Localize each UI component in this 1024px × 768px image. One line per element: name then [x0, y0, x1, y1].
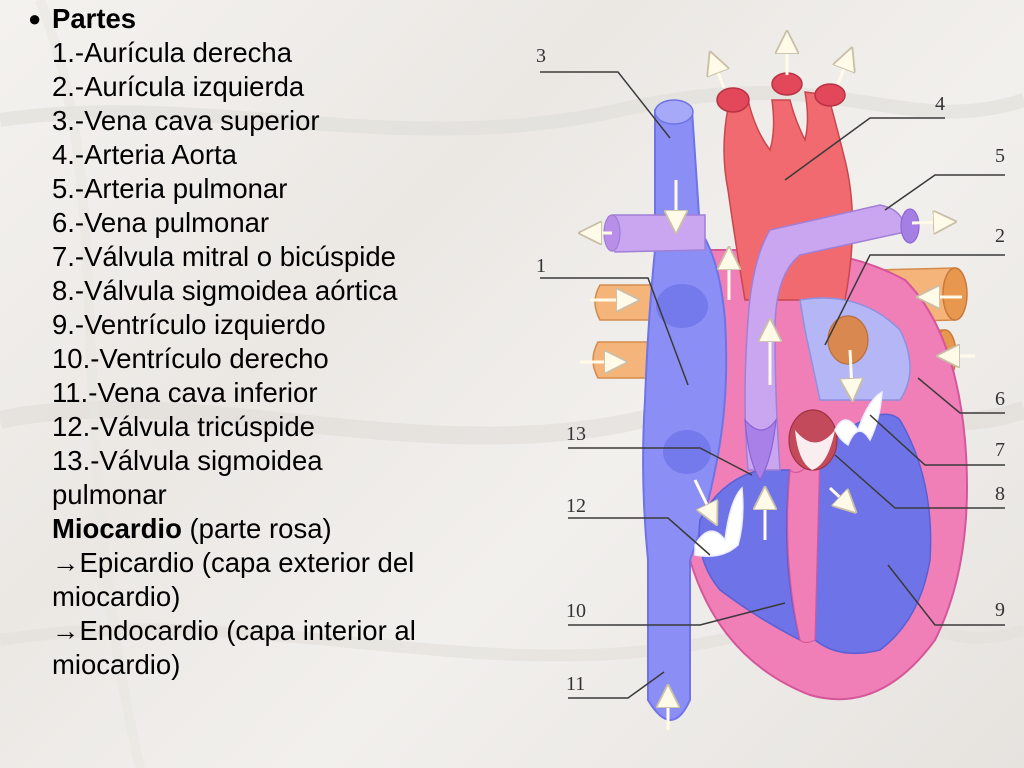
parts-heading: Partes — [52, 3, 137, 34]
part-13: 13.-Válvula sigmoidea — [52, 445, 323, 476]
blood-flow-arrows — [580, 42, 975, 730]
part-1: 1.-Aurícula derecha — [52, 37, 292, 68]
miocardio-line: Miocardio (parte rosa) — [52, 512, 528, 546]
label-8: 8 — [995, 483, 1005, 505]
label-6: 6 — [995, 388, 1005, 410]
part-2: 2.-Aurícula izquierda — [52, 71, 305, 102]
parts-text-panel: ● Partes 1.-Aurícula derecha 2.-Aurícula… — [28, 2, 528, 682]
label-3: 3 — [536, 45, 546, 67]
part-5: 5.-Arteria pulmonar — [52, 173, 288, 204]
part-8: 8.-Válvula sigmoidea aórtica — [52, 275, 398, 306]
vena-cava-right-atrium — [642, 99, 728, 721]
miocardio-note: (parte rosa) — [181, 513, 332, 544]
part-12: 12.-Válvula tricúspide — [52, 411, 315, 442]
leader-lines — [540, 71, 1005, 699]
label-1: 1 — [536, 255, 546, 277]
label-5: 5 — [995, 145, 1005, 167]
label-10: 10 — [566, 600, 586, 622]
aortic-valve — [788, 409, 838, 471]
part-11: 11.-Vena cava inferior — [52, 377, 318, 408]
pulmonary-valve — [744, 417, 777, 482]
heart-diagram: 1 2 3 4 5 6 7 8 9 10 11 12 13 — [536, 28, 1005, 730]
part-10: 10.-Ventrículo derecho — [52, 343, 329, 374]
label-4: 4 — [935, 93, 945, 115]
label-7: 7 — [995, 439, 1005, 461]
miocardio-bold: Miocardio — [52, 513, 182, 544]
label-12: 12 — [566, 495, 586, 517]
epicardio-line: →Epicardio (capa exterior del miocardio) — [52, 547, 415, 612]
label-11: 11 — [566, 673, 585, 695]
label-2: 2 — [995, 225, 1005, 247]
tricuspid-valve — [694, 486, 744, 557]
part-6: 6.-Vena pulmonar — [52, 207, 270, 238]
pulmonary-vein-opening — [827, 315, 869, 365]
part-3: 3.-Vena cava superior — [52, 105, 320, 136]
label-9: 9 — [995, 599, 1005, 621]
label-13: 13 — [566, 423, 586, 445]
part-13-continued: pulmonar — [52, 479, 167, 510]
bullet-item: ● Partes 1.-Aurícula derecha 2.-Aurícula… — [28, 2, 528, 682]
part-7: 7.-Válvula mitral o bicúspide — [52, 241, 396, 272]
number-labels: 1 2 3 4 5 6 7 8 9 10 11 12 13 — [536, 45, 1005, 695]
mitral-valve — [834, 390, 883, 447]
part-9: 9.-Ventrículo izquierdo — [52, 309, 326, 340]
bullet-content: Partes 1.-Aurícula derecha 2.-Aurícula i… — [52, 2, 528, 682]
part-4: 4.-Arteria Aorta — [52, 139, 237, 170]
endocardio-line: →Endocardio (capa interior al miocardio) — [52, 615, 416, 680]
bullet-dot-icon: ● — [28, 6, 42, 31]
